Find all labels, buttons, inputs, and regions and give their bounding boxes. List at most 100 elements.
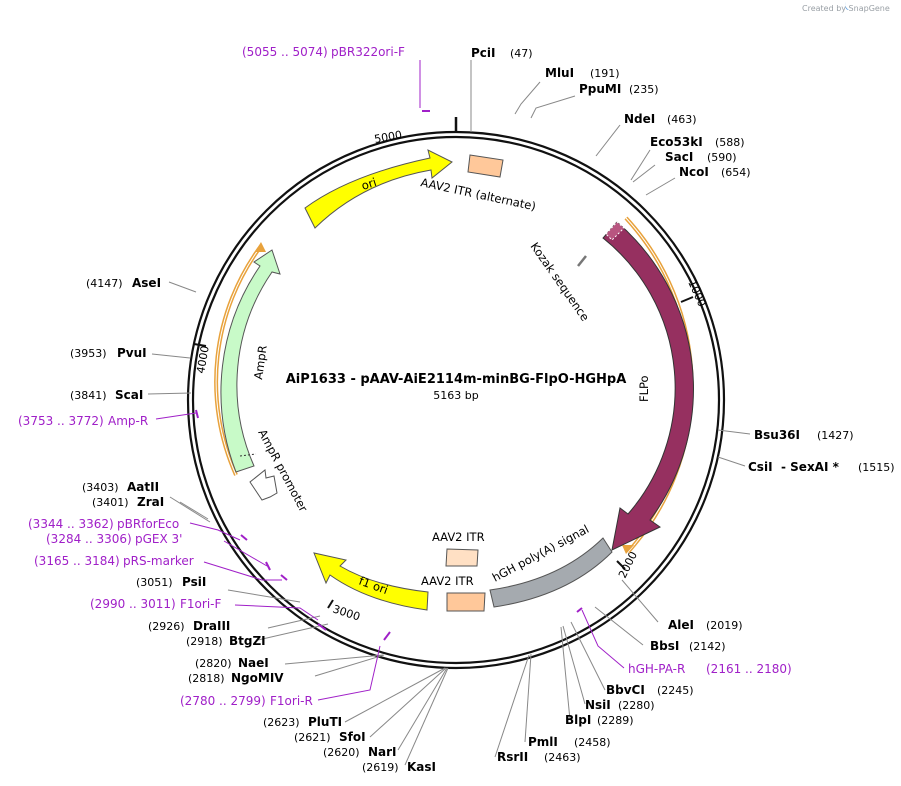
site-pos-aatii: (3403)	[82, 481, 119, 494]
primer-name-pbr322ori-f[interactable]: pBR322ori-F	[331, 45, 405, 59]
site-pos-psii: (3051)	[136, 576, 173, 589]
ampr-dash-mark	[239, 453, 257, 457]
primer-leaders	[155, 60, 625, 701]
site-name-blpi[interactable]: BlpI	[565, 713, 591, 727]
site-name-draiii[interactable]: DraIII	[193, 619, 230, 633]
tick-1000-label: 1000	[685, 278, 708, 309]
site-name-ngomiv[interactable]: NgoMIV	[231, 671, 284, 685]
site-pos-mlui: (191)	[590, 67, 620, 80]
primer-name-f1ori-r[interactable]: F1ori-R	[270, 694, 313, 708]
site-name-naei[interactable]: NaeI	[238, 656, 269, 670]
site-name-pcii[interactable]: PciI	[471, 46, 496, 60]
site-pos-kasi: (2619)	[362, 761, 399, 774]
site-name-nari[interactable]: NarI	[368, 745, 397, 759]
site-name-scai[interactable]: ScaI	[115, 388, 143, 402]
site-name-eco53ki[interactable]: Eco53kI	[650, 135, 703, 149]
ori-feature[interactable]	[304, 149, 453, 229]
site-pos-nsii: (2280)	[618, 699, 655, 712]
site-name-psii[interactable]: PsiI	[182, 575, 206, 589]
plasmid-title: AiP1633 - pAAV-AiE2114m-minBG-FlpO-HGHpA	[286, 372, 627, 387]
primer-name-prs-marker[interactable]: pRS-marker	[123, 554, 194, 568]
primer-range-pbrforeco: (3344 .. 3362)	[28, 517, 114, 531]
kozak-feature[interactable]	[577, 255, 587, 267]
itr-left-feature[interactable]	[446, 592, 486, 612]
site-name-nsii[interactable]: NsiI	[585, 698, 611, 712]
backbone-inner-circle	[191, 135, 721, 665]
site-name-pvui[interactable]: PvuI	[117, 346, 147, 360]
site-name-alei[interactable]: AleI	[668, 618, 694, 632]
credit-text: Created by SnapGene	[802, 4, 890, 13]
flpo-feature[interactable]	[602, 221, 694, 551]
site-pos-pluti: (2623)	[263, 716, 300, 729]
primer-name-pgex3[interactable]: pGEX 3'	[135, 532, 182, 546]
ampr-orf-arc-inner	[215, 245, 262, 476]
tick-3000-label: 3000	[331, 602, 362, 623]
site-pos-saci: (590)	[707, 151, 737, 164]
site-pos-csii: (1515)	[858, 461, 895, 474]
ori-label: ori	[360, 175, 379, 193]
ampr-orf-arrowhead	[255, 242, 266, 252]
snapgene-logo-icon	[845, 2, 849, 10]
site-name-csii[interactable]: CsiI	[748, 460, 773, 474]
primer-range-pgex3: (3284 .. 3306)	[46, 532, 132, 546]
primer-name-hgh-pa-r[interactable]: hGH-PA-R	[628, 662, 685, 676]
site-name-saci[interactable]: SacI	[665, 150, 693, 164]
site-pos-draiii: (2926)	[148, 620, 185, 633]
site-name-ncoi[interactable]: NcoI	[679, 165, 709, 179]
primer-range-f1ori-f: (2990 .. 3011)	[90, 597, 176, 611]
site-pos-nari: (2620)	[323, 746, 360, 759]
itr-right-feature[interactable]	[445, 548, 479, 567]
tick-5000-label: 5000	[373, 128, 403, 146]
site-pos-bbsi: (2142)	[689, 640, 726, 653]
site-pos-rsrii: (2463)	[544, 751, 581, 764]
flpo-label: FLPo	[637, 375, 651, 402]
site-pos-ngomiv: (2818)	[188, 672, 225, 685]
primer-name-pbrforeco[interactable]: pBRforEco	[117, 517, 179, 531]
site-name-ppumi[interactable]: PpuMI	[579, 82, 621, 96]
site-pos-scai: (3841)	[70, 389, 107, 402]
ampr-feature[interactable]	[220, 249, 281, 473]
primer-range-pbr322ori-f: (5055 .. 5074)	[242, 45, 328, 59]
site-name-sexai[interactable]: - SexAI *	[781, 460, 840, 474]
primer-range-prs-marker: (3165 .. 3184)	[34, 554, 120, 568]
site-pos-naei: (2820)	[195, 657, 232, 670]
site-name-bbvci[interactable]: BbvCI	[606, 683, 645, 697]
primer-name-amp-r[interactable]: Amp-R	[108, 414, 148, 428]
site-name-btgzi[interactable]: BtgZI	[229, 634, 266, 648]
site-name-ndei[interactable]: NdeI	[624, 112, 655, 126]
site-pos-sfoi: (2621)	[294, 731, 331, 744]
site-pos-ncoi: (654)	[721, 166, 751, 179]
kozak-label: Kozak sequence	[528, 240, 593, 324]
primer-name-f1ori-f[interactable]: F1ori-F	[180, 597, 221, 611]
site-name-pmli[interactable]: PmlI	[528, 735, 558, 749]
site-pos-pmli: (2458)	[574, 736, 611, 749]
flpo-orf-arrowhead	[622, 545, 634, 554]
itr-right-label: AAV2 ITR	[432, 530, 485, 544]
site-name-rsrii[interactable]: RsrII	[497, 750, 528, 764]
site-name-bbsi[interactable]: BbsI	[650, 639, 679, 653]
tick-1000-mark	[680, 296, 694, 303]
ampr-label: AmpR	[251, 344, 270, 380]
tick-4000-label: 4000	[194, 345, 212, 375]
site-name-kasi[interactable]: KasI	[407, 760, 436, 774]
site-name-aatii[interactable]: AatII	[127, 480, 159, 494]
site-pos-pcii: (47)	[510, 47, 533, 60]
site-name-zrai[interactable]: ZraI	[137, 495, 164, 509]
site-name-sfoi[interactable]: SfoI	[339, 730, 366, 744]
site-name-bsu36i[interactable]: Bsu36I	[754, 428, 800, 442]
site-pos-pvui: (3953)	[70, 347, 107, 360]
site-pos-bsu36i: (1427)	[817, 429, 854, 442]
site-name-mlui[interactable]: MluI	[545, 66, 574, 80]
site-pos-eco53ki: (588)	[715, 136, 745, 149]
site-pos-alei: (2019)	[706, 619, 743, 632]
itr-alternate-feature[interactable]	[467, 154, 504, 178]
site-pos-bbvci: (2245)	[657, 684, 694, 697]
site-name-pluti[interactable]: PluTI	[308, 715, 342, 729]
ampr-promoter-feature[interactable]	[249, 469, 278, 501]
site-name-asei[interactable]: AseI	[132, 276, 161, 290]
itr-left-label: AAV2 ITR	[421, 574, 474, 588]
hgh-polya-feature[interactable]	[489, 537, 613, 608]
f1-ori-feature[interactable]	[313, 552, 429, 611]
